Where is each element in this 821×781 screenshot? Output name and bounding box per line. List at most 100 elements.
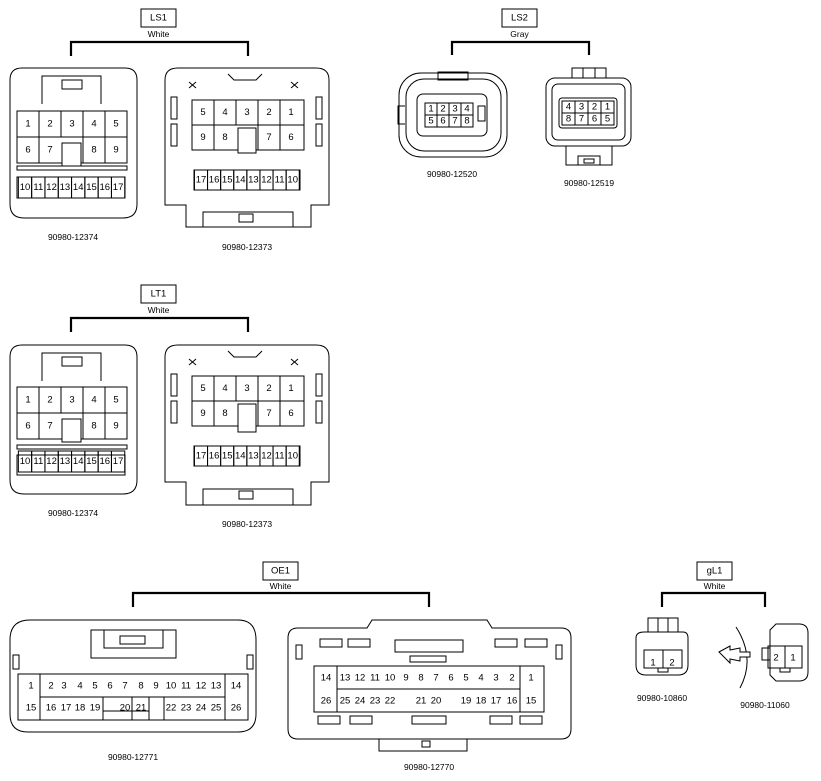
pin-label: 7 xyxy=(266,408,271,419)
pin-label: 2 xyxy=(592,102,597,113)
pin-label: 1 xyxy=(25,119,30,130)
pin-label: 25 xyxy=(211,703,222,714)
pin-label: 16 xyxy=(507,696,518,707)
pin-label: 11 xyxy=(370,673,380,684)
pin-label: 20 xyxy=(431,696,442,707)
pin-label: 13 xyxy=(60,182,71,193)
pin-label: 14 xyxy=(235,175,246,186)
part-number-ls1-left: 90980-12374 xyxy=(48,232,98,242)
pin-label: 4 xyxy=(464,104,469,115)
pin-label: 13 xyxy=(340,673,351,684)
pin-label: 16 xyxy=(46,703,57,714)
group-gl1-color: White xyxy=(704,581,726,591)
pin-label: 21 xyxy=(416,696,427,707)
release-arrow-icon xyxy=(718,626,751,689)
pin-label: 4 xyxy=(222,107,227,118)
pin-label: 10 xyxy=(287,175,298,186)
pin-label: 16 xyxy=(100,456,111,467)
pin-label: 17 xyxy=(61,703,72,714)
pin-label: 15 xyxy=(86,182,97,193)
pin-label: 3 xyxy=(244,383,249,394)
pin-label: 15 xyxy=(26,703,37,714)
pin-label: 7 xyxy=(266,132,271,143)
pin-label: 15 xyxy=(526,696,537,707)
pin-label: 9 xyxy=(113,421,118,432)
pin-label: 14 xyxy=(235,451,246,462)
pin-label: 13 xyxy=(60,456,71,467)
pin-label: 10 xyxy=(287,451,298,462)
group-lt1-name: LT1 xyxy=(151,289,167,300)
group-gl1-name: gL1 xyxy=(707,566,723,577)
pin-label: 12 xyxy=(355,673,366,684)
pin-label: 5 xyxy=(605,114,610,125)
pin-label: 11 xyxy=(275,175,285,186)
group-ls1-color: White xyxy=(148,29,170,39)
part-number-ls2-left: 90980-12520 xyxy=(427,169,477,179)
pin-label: 17 xyxy=(196,175,207,186)
pin-label: 8 xyxy=(566,114,571,125)
pin-label: 8 xyxy=(91,145,96,156)
pin-label: 17 xyxy=(491,696,502,707)
pin-label: 26 xyxy=(321,696,332,707)
pin-label: 14 xyxy=(73,456,84,467)
part-number-lt1-right: 90980-12373 xyxy=(222,519,272,529)
pin-label: 16 xyxy=(209,451,220,462)
pin-cell xyxy=(110,176,126,199)
pin-label: 7 xyxy=(122,681,127,692)
pin-label: 5 xyxy=(428,116,433,127)
pin-label: 8 xyxy=(91,421,96,432)
pin-label: 6 xyxy=(288,408,293,419)
pin-label: 4 xyxy=(478,673,483,684)
part-number-gl1-right: 90980-11060 xyxy=(740,700,790,710)
pin-label: 17 xyxy=(113,182,124,193)
pin-label: 8 xyxy=(222,408,227,419)
pin-cell xyxy=(285,445,300,467)
part-number-lt1-left: 90980-12374 xyxy=(48,508,98,518)
pin-label: 5 xyxy=(113,395,118,406)
pin-label: 20 xyxy=(120,703,131,714)
pin-label: 10 xyxy=(166,681,177,692)
pin-label: 3 xyxy=(452,104,457,115)
part-number-ls1-right: 90980-12373 xyxy=(222,242,272,252)
pin-label: 24 xyxy=(196,703,207,714)
pin-label: 9 xyxy=(153,681,158,692)
pin-label: 11 xyxy=(181,681,191,692)
pin-label: 25 xyxy=(340,696,351,707)
group-ls2-name: LS2 xyxy=(511,13,528,24)
pin-label: 16 xyxy=(209,175,220,186)
pin-cell xyxy=(285,169,300,191)
pin-label: 3 xyxy=(493,673,498,684)
pin-label: 3 xyxy=(244,107,249,118)
pin-label: 2 xyxy=(509,673,514,684)
pin-label: 13 xyxy=(248,175,259,186)
pin-label: 1 xyxy=(650,658,655,669)
pin-label: 14 xyxy=(321,673,332,684)
group-oe1-name: OE1 xyxy=(271,566,290,577)
pin-label: 14 xyxy=(231,681,242,692)
pin-label: 7 xyxy=(452,116,457,127)
pin-label: 2 xyxy=(266,383,271,394)
pin-label: 2 xyxy=(266,107,271,118)
part-number-oe1-right: 90980-12770 xyxy=(404,762,454,772)
part-number-ls2-right: 90980-12519 xyxy=(564,178,614,188)
pin-label: 6 xyxy=(440,116,445,127)
pin-label: 9 xyxy=(403,673,408,684)
pin-label: 2 xyxy=(773,653,778,664)
pin-label: 12 xyxy=(261,175,272,186)
pin-label: 7 xyxy=(433,673,438,684)
pin-label: 1 xyxy=(605,102,610,113)
pin-label: 15 xyxy=(222,175,233,186)
pin-label: 16 xyxy=(100,182,111,193)
pin-label: 18 xyxy=(476,696,487,707)
